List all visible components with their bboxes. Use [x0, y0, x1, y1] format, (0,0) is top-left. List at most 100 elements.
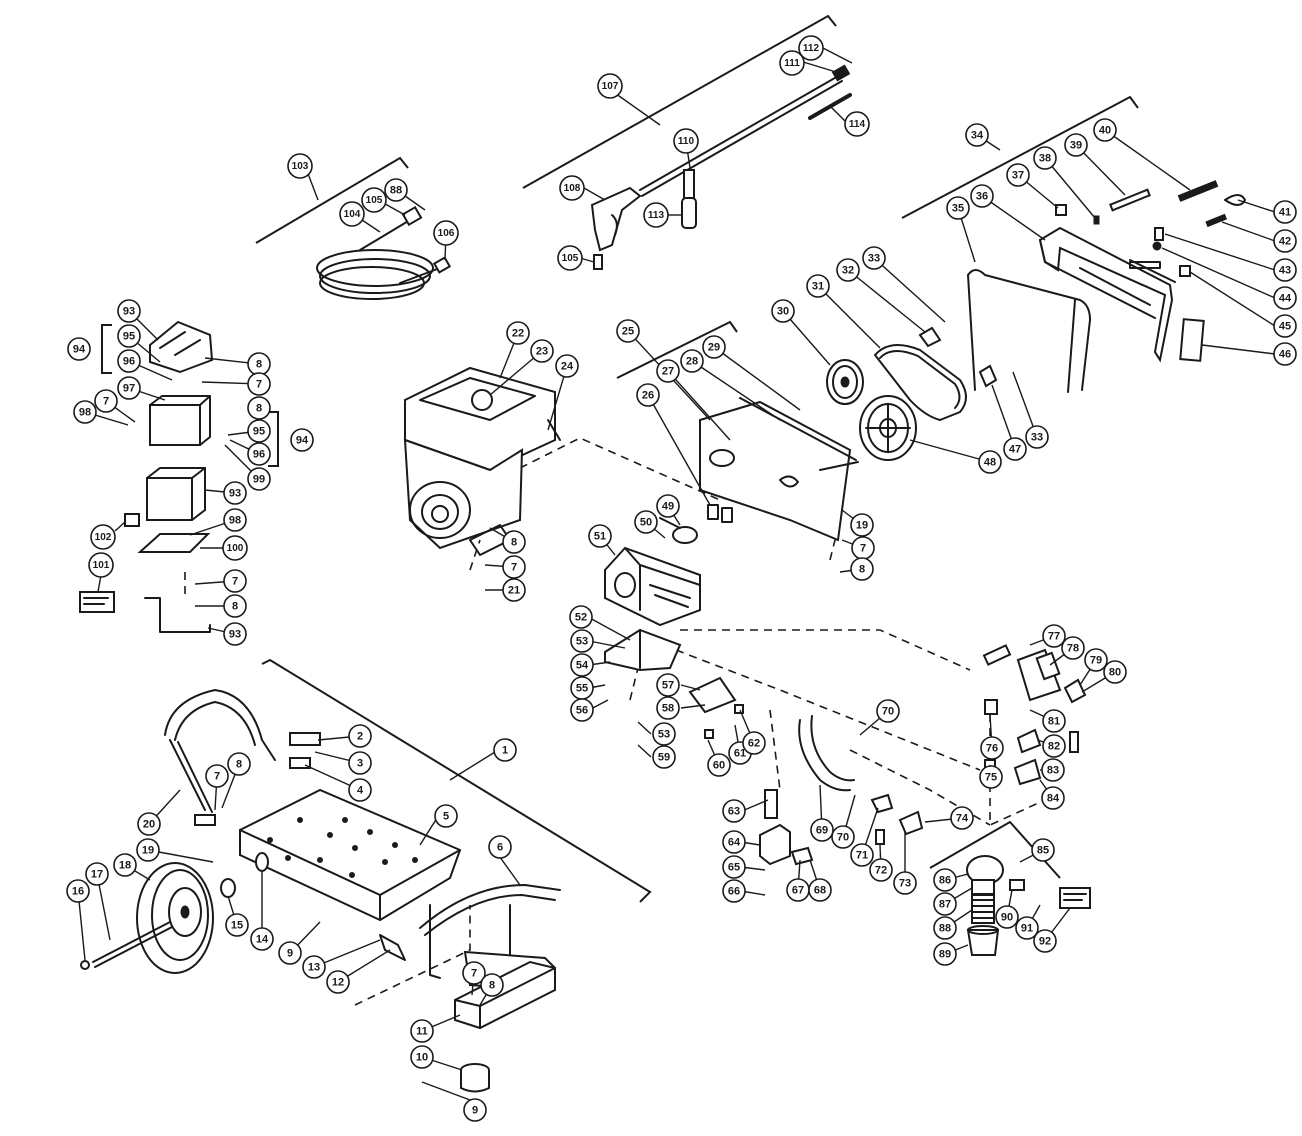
- callout-number: 28: [686, 356, 698, 368]
- callout-circle: [1042, 624, 1066, 648]
- callout-number: 96: [253, 449, 265, 461]
- callout-c113: 113: [643, 202, 669, 228]
- callout-number: 71: [856, 850, 868, 862]
- callout-circle: [348, 724, 372, 748]
- callout-c93c: 93: [223, 622, 247, 646]
- callout-circle: [1041, 786, 1065, 810]
- callout-circle: [742, 731, 766, 755]
- callout-circle: [287, 153, 313, 179]
- callout-number: 95: [123, 331, 135, 343]
- callout-c98a: 98: [73, 400, 97, 424]
- callout-number: 114: [849, 119, 866, 130]
- callout-c6: 6: [488, 835, 512, 859]
- callout-number: 81: [1048, 716, 1060, 728]
- callout-circle: [570, 653, 594, 677]
- callout-circle: [73, 400, 97, 424]
- callout-circle: [462, 961, 486, 985]
- callout-circle: [656, 494, 680, 518]
- callout-circle: [643, 202, 669, 228]
- callout-number: 113: [648, 210, 665, 221]
- callout-number: 39: [1070, 140, 1082, 152]
- callout-bubbles: 1234567899101112131415161718192078212223…: [66, 35, 1297, 1122]
- callout-circle: [530, 339, 554, 363]
- callout-number: 8: [256, 359, 262, 371]
- callout-circle: [597, 73, 623, 99]
- callout-circle: [779, 50, 805, 76]
- callout-number: 33: [868, 253, 880, 265]
- callout-c2: 2: [348, 724, 372, 748]
- callout-c8d: 8: [850, 557, 874, 581]
- callout-number: 8: [859, 564, 865, 576]
- callout-number: 40: [1099, 125, 1111, 137]
- callout-number: 48: [984, 457, 996, 469]
- callout-c8f: 8: [247, 396, 271, 420]
- callout-circle: [1061, 636, 1085, 660]
- callout-c21: 21: [502, 578, 526, 602]
- callout-number: 13: [308, 962, 320, 974]
- callout-number: 93: [123, 306, 135, 318]
- callout-number: 21: [508, 585, 520, 597]
- callout-number: 8: [232, 601, 238, 613]
- callout-circle: [850, 557, 874, 581]
- callout-c86: 86: [933, 868, 957, 892]
- callout-circle: [798, 35, 824, 61]
- callout-circle: [771, 299, 795, 323]
- callout-number: 17: [91, 869, 103, 881]
- callout-circle: [434, 804, 458, 828]
- callout-circle: [348, 751, 372, 775]
- callout-number: 70: [882, 706, 894, 718]
- callout-c18: 18: [113, 853, 137, 877]
- callout-c75: 75: [979, 765, 1003, 789]
- callout-circle: [808, 878, 832, 902]
- callout-number: 102: [95, 532, 112, 543]
- callout-number: 53: [658, 729, 670, 741]
- callout-circle: [361, 187, 387, 213]
- callout-circle: [707, 753, 731, 777]
- callout-number: 61: [734, 748, 746, 760]
- callout-number: 34: [971, 130, 984, 142]
- callout-number: 55: [576, 683, 588, 695]
- callout-c77: 77: [1042, 624, 1066, 648]
- callout-c74: 74: [950, 806, 974, 830]
- callout-number: 86: [939, 875, 951, 887]
- belt-guard-cover: [967, 180, 1246, 393]
- callout-circle: [223, 481, 247, 505]
- callout-number: 68: [814, 885, 826, 897]
- callout-c45: 45: [1273, 314, 1297, 338]
- callout-number: 60: [713, 760, 725, 772]
- callout-circle: [137, 812, 161, 836]
- callout-circle: [410, 1045, 434, 1069]
- callout-circle: [1103, 660, 1127, 684]
- callout-circle: [90, 524, 116, 550]
- callout-c70a: 70: [831, 825, 855, 849]
- callout-c15: 15: [225, 913, 249, 937]
- callout-circle: [223, 569, 247, 593]
- callout-number: 91: [1021, 923, 1033, 935]
- callout-number: 79: [1090, 655, 1102, 667]
- callout-number: 7: [103, 396, 109, 408]
- callout-c33a: 33: [862, 246, 886, 270]
- callout-circle: [722, 879, 746, 903]
- callout-number: 99: [253, 474, 265, 486]
- callout-c94a: 94: [67, 337, 91, 361]
- callout-number: 24: [561, 361, 574, 373]
- callout-circle: [463, 1098, 487, 1122]
- callout-number: 92: [1039, 936, 1051, 948]
- callout-number: 78: [1067, 643, 1079, 655]
- callout-c59: 59: [652, 745, 676, 769]
- callout-circle: [348, 778, 372, 802]
- callout-number: 67: [792, 885, 804, 897]
- pulleys-belts: [826, 326, 998, 461]
- callout-c91: 91: [1015, 916, 1039, 940]
- callout-number: 26: [642, 390, 654, 402]
- callout-c93b: 93: [223, 481, 247, 505]
- callout-c1: 1: [493, 738, 517, 762]
- callout-circle: [488, 835, 512, 859]
- callout-circle: [205, 764, 229, 788]
- callout-circle: [862, 246, 886, 270]
- callout-number: 2: [357, 731, 363, 743]
- callout-number: 108: [564, 183, 581, 194]
- callout-c58: 58: [656, 696, 680, 720]
- callout-circle: [433, 220, 459, 246]
- callout-number: 44: [1279, 293, 1292, 305]
